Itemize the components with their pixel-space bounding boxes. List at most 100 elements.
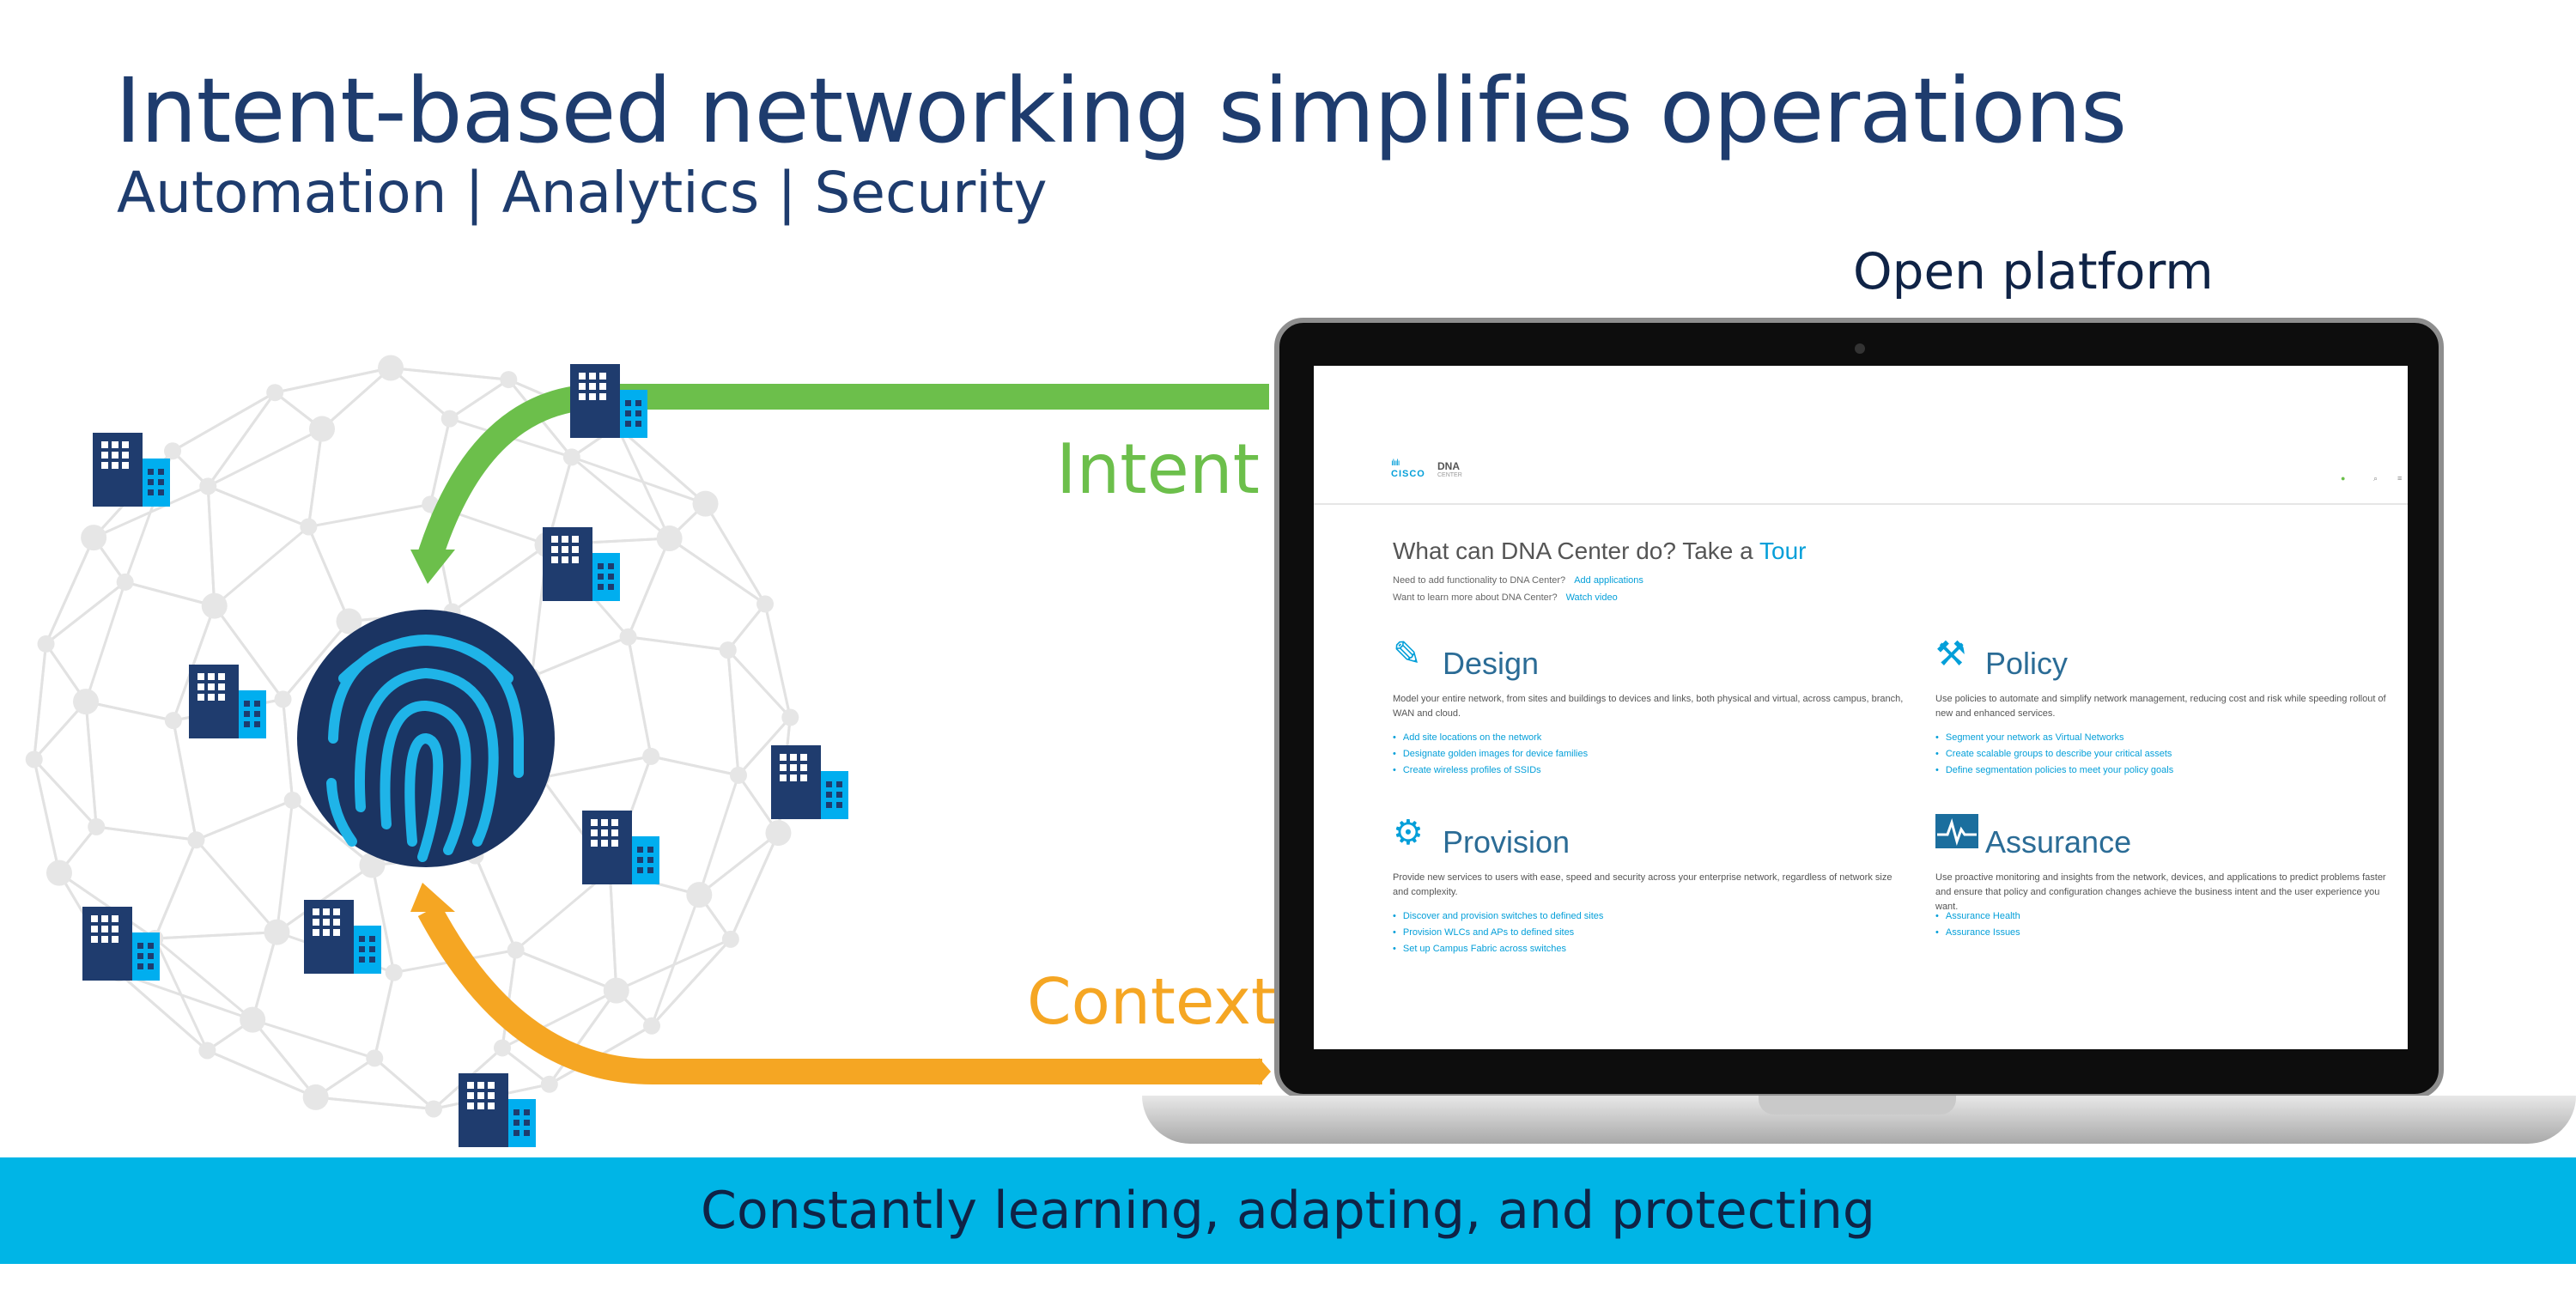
- mesh-link: [474, 854, 518, 951]
- network-diagram: [25, 355, 1271, 1147]
- mesh-node: [729, 766, 747, 784]
- assurance-link[interactable]: Assurance Health: [1935, 908, 2020, 925]
- watch-video-link[interactable]: Watch video: [1565, 592, 1618, 603]
- mesh-link: [548, 989, 617, 1085]
- mesh-link: [118, 972, 209, 1052]
- mesh-link: [213, 604, 284, 701]
- mesh-node: [603, 977, 629, 1004]
- mesh-link: [726, 649, 740, 775]
- mesh-link: [737, 716, 792, 776]
- provision-title[interactable]: Provision: [1443, 824, 1571, 859]
- policy-title[interactable]: Policy: [1985, 646, 2069, 681]
- mesh-link: [125, 580, 216, 608]
- mesh-node: [187, 831, 205, 849]
- add-applications-link[interactable]: Add applications: [1574, 575, 1643, 586]
- search-icon[interactable]: ⌕: [2373, 474, 2379, 483]
- mesh-node: [359, 852, 386, 878]
- assurance-link[interactable]: Assurance Issues: [1935, 925, 2020, 941]
- mesh-link: [206, 486, 216, 606]
- mesh-node: [385, 963, 403, 981]
- building-icon: [459, 1073, 536, 1147]
- mesh-link: [45, 537, 95, 645]
- dna-center-screen: ılıılı CISCO DNA CENTER ● ⌕ ≡ What can D…: [1314, 366, 2408, 1049]
- design-link[interactable]: Add site locations on the network: [1393, 730, 1588, 746]
- mesh-link: [608, 871, 618, 991]
- intent-label: Intent: [1056, 429, 1260, 509]
- design-link[interactable]: Designate golden images for device famil…: [1393, 746, 1588, 762]
- mesh-link: [307, 428, 324, 527]
- mesh-link: [763, 604, 792, 718]
- design-title[interactable]: Design: [1443, 646, 1540, 681]
- policy-link[interactable]: Create scalable groups to describe your …: [1935, 746, 2173, 762]
- provision-link[interactable]: Provision WLCs and APs to defined sites: [1393, 925, 1603, 941]
- mesh-node: [199, 477, 217, 495]
- cisco-logo: CISCO: [1391, 469, 1425, 479]
- context-arrow: [417, 903, 1262, 1084]
- slide-subtitle: Automation | Analytics | Security: [117, 160, 1048, 226]
- mesh-link: [668, 537, 766, 605]
- fingerprint-icon: [297, 610, 555, 867]
- mesh-link: [571, 455, 707, 506]
- mesh-link: [704, 502, 767, 605]
- mesh-link: [172, 720, 197, 841]
- design-tools-icon: ✎: [1393, 635, 1422, 673]
- mesh-link: [307, 525, 350, 623]
- design-link[interactable]: Create wireless profiles of SSIDs: [1393, 762, 1588, 779]
- mesh-link: [320, 367, 392, 430]
- provision-link[interactable]: Set up Campus Fabric across switches: [1393, 941, 1603, 957]
- open-platform-label: Open platform: [1853, 242, 2214, 301]
- mesh-node: [25, 750, 43, 768]
- mesh-node: [378, 355, 404, 381]
- mesh-link: [650, 755, 739, 777]
- intent-arrowhead: [410, 550, 455, 584]
- cisco-bars-icon: ılıılı: [1391, 459, 1400, 468]
- mesh-link: [252, 1018, 317, 1098]
- mesh-node: [366, 1049, 384, 1067]
- mesh-node: [37, 635, 55, 653]
- webcam-icon: [1855, 343, 1865, 354]
- mesh-node: [73, 689, 100, 715]
- building-icon: [570, 364, 647, 438]
- dna-header: ılıılı CISCO DNA CENTER ● ⌕ ≡: [1314, 366, 2408, 505]
- status-icon[interactable]: ●: [2341, 474, 2346, 483]
- building-icon: [543, 527, 620, 601]
- mesh-link: [698, 831, 780, 896]
- building-icon: [189, 665, 266, 738]
- slide-title: Intent-based networking simplifies opera…: [115, 58, 2127, 163]
- tour-link[interactable]: Tour: [1759, 538, 1807, 564]
- mesh-node: [164, 442, 182, 460]
- provision-link[interactable]: Discover and provision switches to defin…: [1393, 908, 1604, 925]
- mesh-link: [726, 603, 767, 652]
- mesh-link: [315, 1096, 434, 1110]
- mesh-link: [58, 872, 156, 940]
- mesh-link: [172, 391, 276, 453]
- mesh-link: [213, 525, 310, 607]
- mesh-node: [619, 628, 637, 646]
- context-label: Context: [1027, 965, 1276, 1039]
- mesh-link: [448, 378, 510, 420]
- assurance-title[interactable]: Assurance: [1985, 824, 2132, 859]
- building-icon: [82, 907, 160, 981]
- mesh-link: [373, 972, 396, 1059]
- mesh-link: [118, 971, 253, 1022]
- dna-logo-sub: CENTER: [1437, 472, 1462, 478]
- watch-video-text: Want to learn more about DNA Center?: [1393, 592, 1558, 603]
- mesh-link: [570, 456, 671, 540]
- policy-link[interactable]: Define segmentation policies to meet you…: [1935, 762, 2173, 779]
- mesh-node: [116, 573, 134, 591]
- mesh-link: [207, 484, 309, 528]
- mesh-link: [45, 580, 126, 646]
- mesh-link: [726, 649, 792, 719]
- policy-link[interactable]: Segment your network as Virtual Networks: [1935, 730, 2173, 746]
- assurance-desc: Use proactive monitoring and insights fr…: [1935, 872, 2386, 912]
- laptop-notch: [1759, 1096, 1956, 1115]
- tour-heading-text: What can DNA Center do? Take a: [1393, 538, 1759, 564]
- design-desc: Model your entire network, from sites an…: [1393, 694, 1904, 719]
- mesh-link: [541, 755, 652, 780]
- mesh-link: [85, 700, 174, 722]
- mesh-node: [336, 608, 362, 635]
- menu-icon[interactable]: ≡: [2397, 474, 2403, 483]
- mesh-node: [686, 882, 713, 908]
- mesh-link: [729, 832, 780, 940]
- provision-links: Discover and provision switches to defin…: [1393, 908, 1604, 957]
